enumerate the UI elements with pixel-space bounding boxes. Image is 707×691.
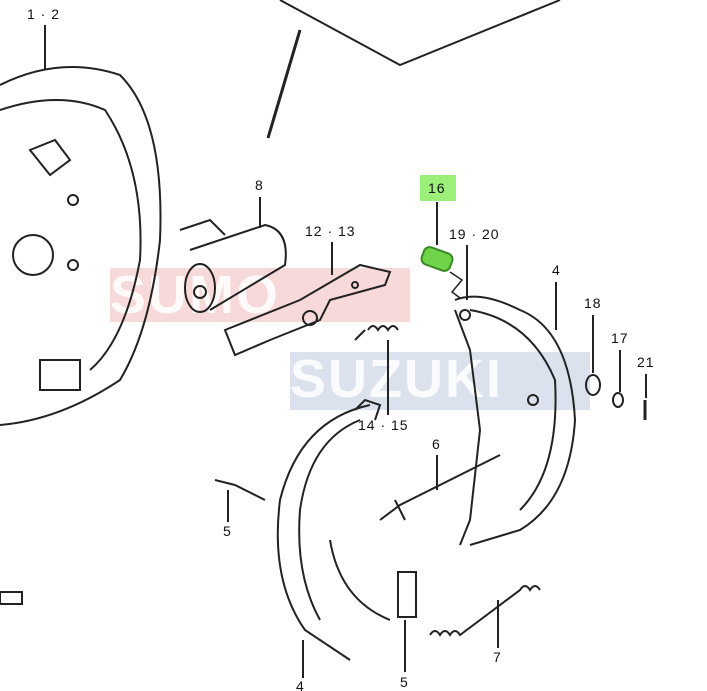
label-12-13: 12 · 13 bbox=[305, 223, 356, 239]
label-16: 16 bbox=[428, 180, 446, 196]
highlight-part-16 bbox=[420, 175, 456, 201]
label-5-left: 5 bbox=[223, 523, 232, 539]
label-19-20: 19 · 20 bbox=[449, 226, 500, 242]
label-5-bottom: 5 bbox=[400, 674, 409, 690]
adjuster-lever bbox=[223, 263, 392, 357]
frame-line bbox=[279, 0, 561, 67]
label-18: 18 bbox=[584, 295, 602, 311]
label-6: 6 bbox=[432, 436, 441, 452]
label-8: 8 bbox=[255, 177, 264, 193]
label-7: 7 bbox=[493, 649, 502, 665]
return-spring-7 bbox=[429, 585, 541, 637]
pin-16 bbox=[420, 246, 464, 299]
brake-shoe-rear bbox=[454, 295, 577, 546]
label-1-2: 1 · 2 bbox=[27, 6, 61, 22]
retainer-5b bbox=[397, 571, 417, 618]
label-14-15: 14 · 15 bbox=[358, 417, 409, 433]
wheel-cylinder bbox=[179, 218, 287, 313]
label-21: 21 bbox=[637, 354, 655, 370]
washer-17 bbox=[612, 392, 624, 408]
pointer-line bbox=[266, 29, 302, 139]
strut-6 bbox=[379, 454, 501, 521]
watermark-suzuki: SUZUKI bbox=[290, 352, 590, 410]
label-4-top: 4 bbox=[552, 262, 561, 278]
washer-18 bbox=[585, 374, 601, 396]
backing-plate bbox=[0, 66, 162, 605]
label-17: 17 bbox=[611, 330, 629, 346]
label-4-bottom: 4 bbox=[296, 678, 305, 691]
hold-pin-5 bbox=[214, 479, 266, 501]
brake-shoe-front bbox=[276, 398, 391, 661]
spring-14-15 bbox=[354, 325, 399, 341]
